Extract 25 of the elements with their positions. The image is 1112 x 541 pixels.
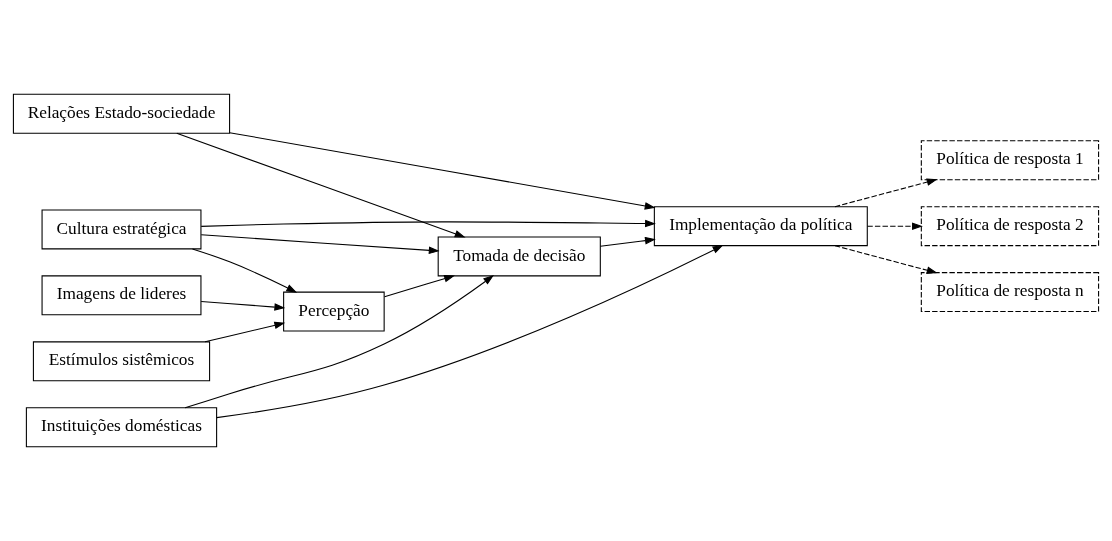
node-box: Tomada de decisão bbox=[437, 236, 601, 277]
node-box: Instituições domésticas bbox=[25, 407, 218, 448]
node-box: Cultura estratégica bbox=[41, 209, 202, 250]
arrow bbox=[384, 274, 455, 298]
arrow bbox=[834, 178, 938, 208]
node-box: Percepção bbox=[283, 291, 385, 332]
arrow bbox=[184, 275, 494, 409]
node-box: Estímulos sistêmicos bbox=[32, 341, 211, 382]
arrow bbox=[200, 234, 440, 255]
arrow bbox=[229, 132, 656, 210]
arrow bbox=[200, 219, 656, 228]
node-box: Política de resposta n bbox=[920, 272, 1100, 313]
arrow bbox=[176, 132, 466, 238]
arrow bbox=[216, 245, 724, 419]
node-box: Implementação da política bbox=[653, 206, 868, 247]
node-box: Política de resposta 1 bbox=[920, 140, 1100, 181]
arrow bbox=[599, 236, 656, 247]
arrow bbox=[200, 300, 286, 311]
arrow bbox=[834, 245, 938, 274]
arrow bbox=[204, 321, 286, 343]
node-box: Imagens de lideres bbox=[41, 275, 202, 316]
node-box: Relações Estado-sociedade bbox=[12, 93, 231, 134]
arrow bbox=[191, 248, 298, 293]
node-box: Política de resposta 2 bbox=[920, 206, 1100, 247]
arrow bbox=[866, 222, 923, 230]
